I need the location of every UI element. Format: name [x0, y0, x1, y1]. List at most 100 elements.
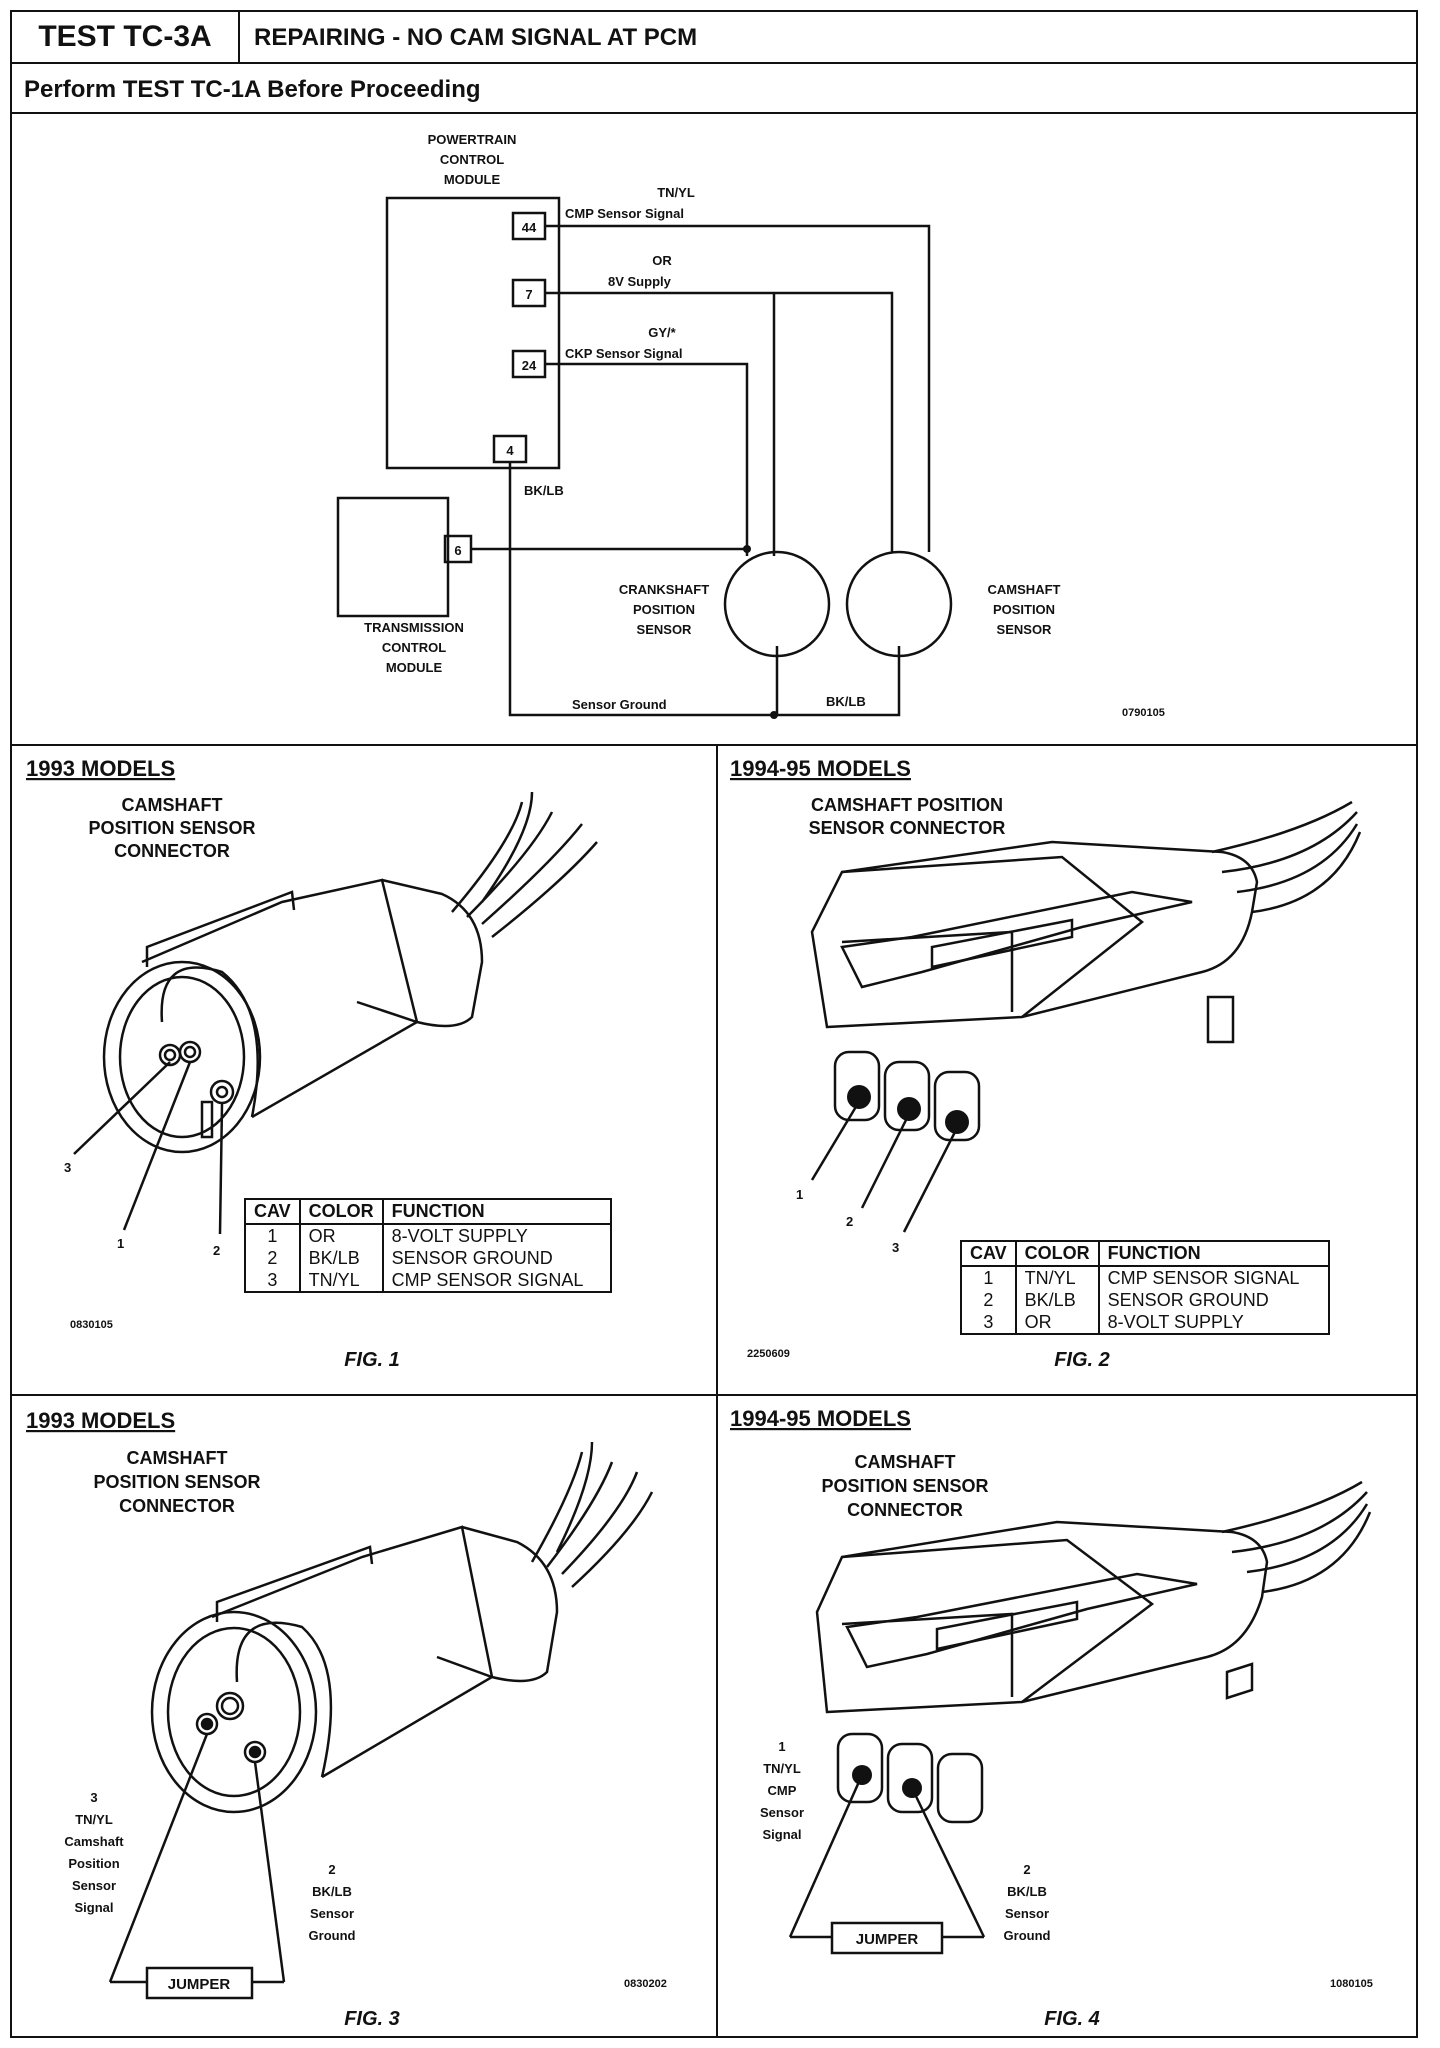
color-cell: OR [1015, 1311, 1100, 1333]
pin-7: 7 [525, 287, 532, 302]
fig3-code: 0830202 [624, 1978, 667, 1990]
pcm-label-3: MODULE [444, 172, 501, 187]
fig4-pin1-l4: Sensor [760, 1805, 804, 1820]
crank-label-3: SENSOR [637, 622, 693, 637]
page-subtitle: Perform TEST TC-1A Before Proceeding [24, 76, 481, 103]
function-cell: SENSOR GROUND [1107, 1290, 1269, 1310]
fig2-model: 1994-95 MODELS [730, 756, 911, 781]
fig2-code: 2250609 [747, 1348, 790, 1360]
fig4-caption-3: CONNECTOR [847, 1500, 963, 1520]
pin-44: 44 [522, 220, 537, 235]
table-row: 2 BK/LB SENSOR GROUND [962, 1289, 1328, 1311]
fig4-caption-1: CAMSHAFT [855, 1452, 956, 1472]
fig2-pin1-dot [847, 1085, 871, 1109]
cam-label-2: POSITION [993, 602, 1055, 617]
fig3-connector-drawing [108, 1441, 654, 2000]
header-divider-2 [12, 112, 1416, 114]
fig3-pin2-l1: 2 [328, 1862, 335, 1877]
fig2-pin2-dot [897, 1097, 921, 1121]
fig1-connector-drawing [73, 791, 598, 1235]
fig1-caption-1: CAMSHAFT [122, 795, 223, 815]
crank-label-1: CRANKSHAFT [619, 582, 709, 597]
fig4-label: FIG. 4 [1044, 2008, 1100, 2030]
color-cell: BK/LB [299, 1247, 384, 1269]
fig4-pin2-l3: Sensor [1005, 1906, 1049, 1921]
fig2-pin3-dot [945, 1110, 969, 1134]
color-cell: TN/YL [299, 1269, 384, 1291]
fig2-th-function: FUNCTION [1098, 1242, 1328, 1267]
wire-cmp-signal [545, 224, 931, 552]
fig3-pin3-l2: TN/YL [75, 1812, 113, 1827]
pcm-label-2: CONTROL [440, 152, 504, 167]
wire-4-color: BK/LB [524, 483, 564, 498]
fig3-pin2-l4: Ground [309, 1928, 356, 1943]
fig3-pin3-l1: 3 [90, 1790, 97, 1805]
function-cell: 8-VOLT SUPPLY [391, 1226, 528, 1246]
pcm-label-1: POWERTRAIN [428, 132, 517, 147]
fig4-pin1-dot [852, 1765, 872, 1785]
fig3-pin3-l5: Sensor [72, 1878, 116, 1893]
wire-24-name: CKP Sensor Signal [565, 346, 683, 361]
cav-cell: 3 [962, 1311, 1017, 1333]
wire-7-name: 8V Supply [608, 274, 672, 289]
camshaft-sensor [845, 550, 953, 658]
fig3-label: FIG. 3 [344, 2008, 400, 2030]
cav-cell: 1 [962, 1266, 1017, 1289]
fig2-cav-table: CAV COLOR FUNCTION 1 TN/YL CMP SENSOR SI… [960, 1240, 1330, 1335]
tcm-label-3: MODULE [386, 660, 443, 675]
ground-color: BK/LB [826, 694, 866, 709]
fig1-code: 0830105 [70, 1319, 113, 1331]
wire-8v-supply [545, 291, 894, 552]
fig1-caption-3: CONNECTOR [114, 841, 230, 861]
fig3-jumper: JUMPER [168, 1976, 231, 1993]
fig3-caption-3: CONNECTOR [119, 1496, 235, 1516]
fig2-label: FIG. 2 [1054, 1349, 1110, 1371]
fig1-pin3-label: 3 [64, 1160, 71, 1175]
cav-cell: 2 [246, 1247, 301, 1269]
cam-label-3: SENSOR [997, 622, 1053, 637]
tcm-label-1: TRANSMISSION [364, 620, 464, 635]
fig4-code: 1080105 [1330, 1978, 1373, 1990]
table-row: 2 BK/LB SENSOR GROUND [246, 1247, 610, 1269]
fig4-pin2-l2: BK/LB [1007, 1884, 1047, 1899]
fig4-pin2-l1: 2 [1023, 1862, 1030, 1877]
fig3-pin2-dot [250, 1747, 260, 1757]
fig1-pin1-label: 1 [117, 1236, 124, 1251]
fig2-pin2-label: 2 [846, 1214, 853, 1229]
wire-ckp-signal [545, 362, 749, 556]
function-cell: SENSOR GROUND [391, 1248, 553, 1268]
fig1-cav-table: CAV COLOR FUNCTION 1 OR 8-VOLT SUPPLY 2 … [244, 1198, 612, 1293]
schematic-code: 0790105 [1122, 707, 1165, 719]
fig1-th-color: COLOR [299, 1200, 384, 1225]
fig3-pin2-l3: Sensor [310, 1906, 354, 1921]
color-cell: OR [299, 1224, 384, 1247]
fig3-caption-2: POSITION SENSOR [93, 1472, 260, 1492]
table-row: 1 TN/YL CMP SENSOR SIGNAL [962, 1266, 1328, 1289]
fig3-model: 1993 MODELS [26, 1408, 175, 1433]
cav-cell: 3 [246, 1269, 301, 1291]
fig4-pin1-l2: TN/YL [763, 1761, 801, 1776]
cam-label-1: CAMSHAFT [988, 582, 1061, 597]
header-divider [12, 62, 1416, 64]
fig3-pin3-l3: Camshaft [64, 1834, 124, 1849]
wiring-schematic: 44 7 24 4 6 POWERTRAIN CONTROL MODULE TR… [26, 132, 1373, 2030]
tcm-label-2: CONTROL [382, 640, 446, 655]
crank-label-2: POSITION [633, 602, 695, 617]
fig1-label: FIG. 1 [344, 1349, 400, 1371]
color-cell: BK/LB [1015, 1289, 1100, 1311]
fig3-pin3-l6: Signal [74, 1900, 113, 1915]
page-title: REPAIRING - NO CAM SIGNAL AT PCM [254, 24, 698, 51]
fig4-pin1-l1: 1 [778, 1739, 785, 1754]
fig3-pin2-l2: BK/LB [312, 1884, 352, 1899]
junction-dot [770, 711, 778, 719]
function-cell: 8-VOLT SUPPLY [1107, 1312, 1244, 1332]
fig3-pin3-l4: Position [68, 1856, 119, 1871]
fig1-th-function: FUNCTION [382, 1200, 610, 1225]
fig2-th-cav: CAV [962, 1242, 1017, 1267]
section-divider-1 [12, 744, 1416, 746]
ground-name: Sensor Ground [572, 697, 667, 712]
table-row: 1 OR 8-VOLT SUPPLY [246, 1224, 610, 1247]
fig4-pin1-l5: Signal [762, 1827, 801, 1842]
fig2-caption-2: SENSOR CONNECTOR [809, 818, 1006, 838]
section-divider-2 [12, 1394, 1416, 1396]
